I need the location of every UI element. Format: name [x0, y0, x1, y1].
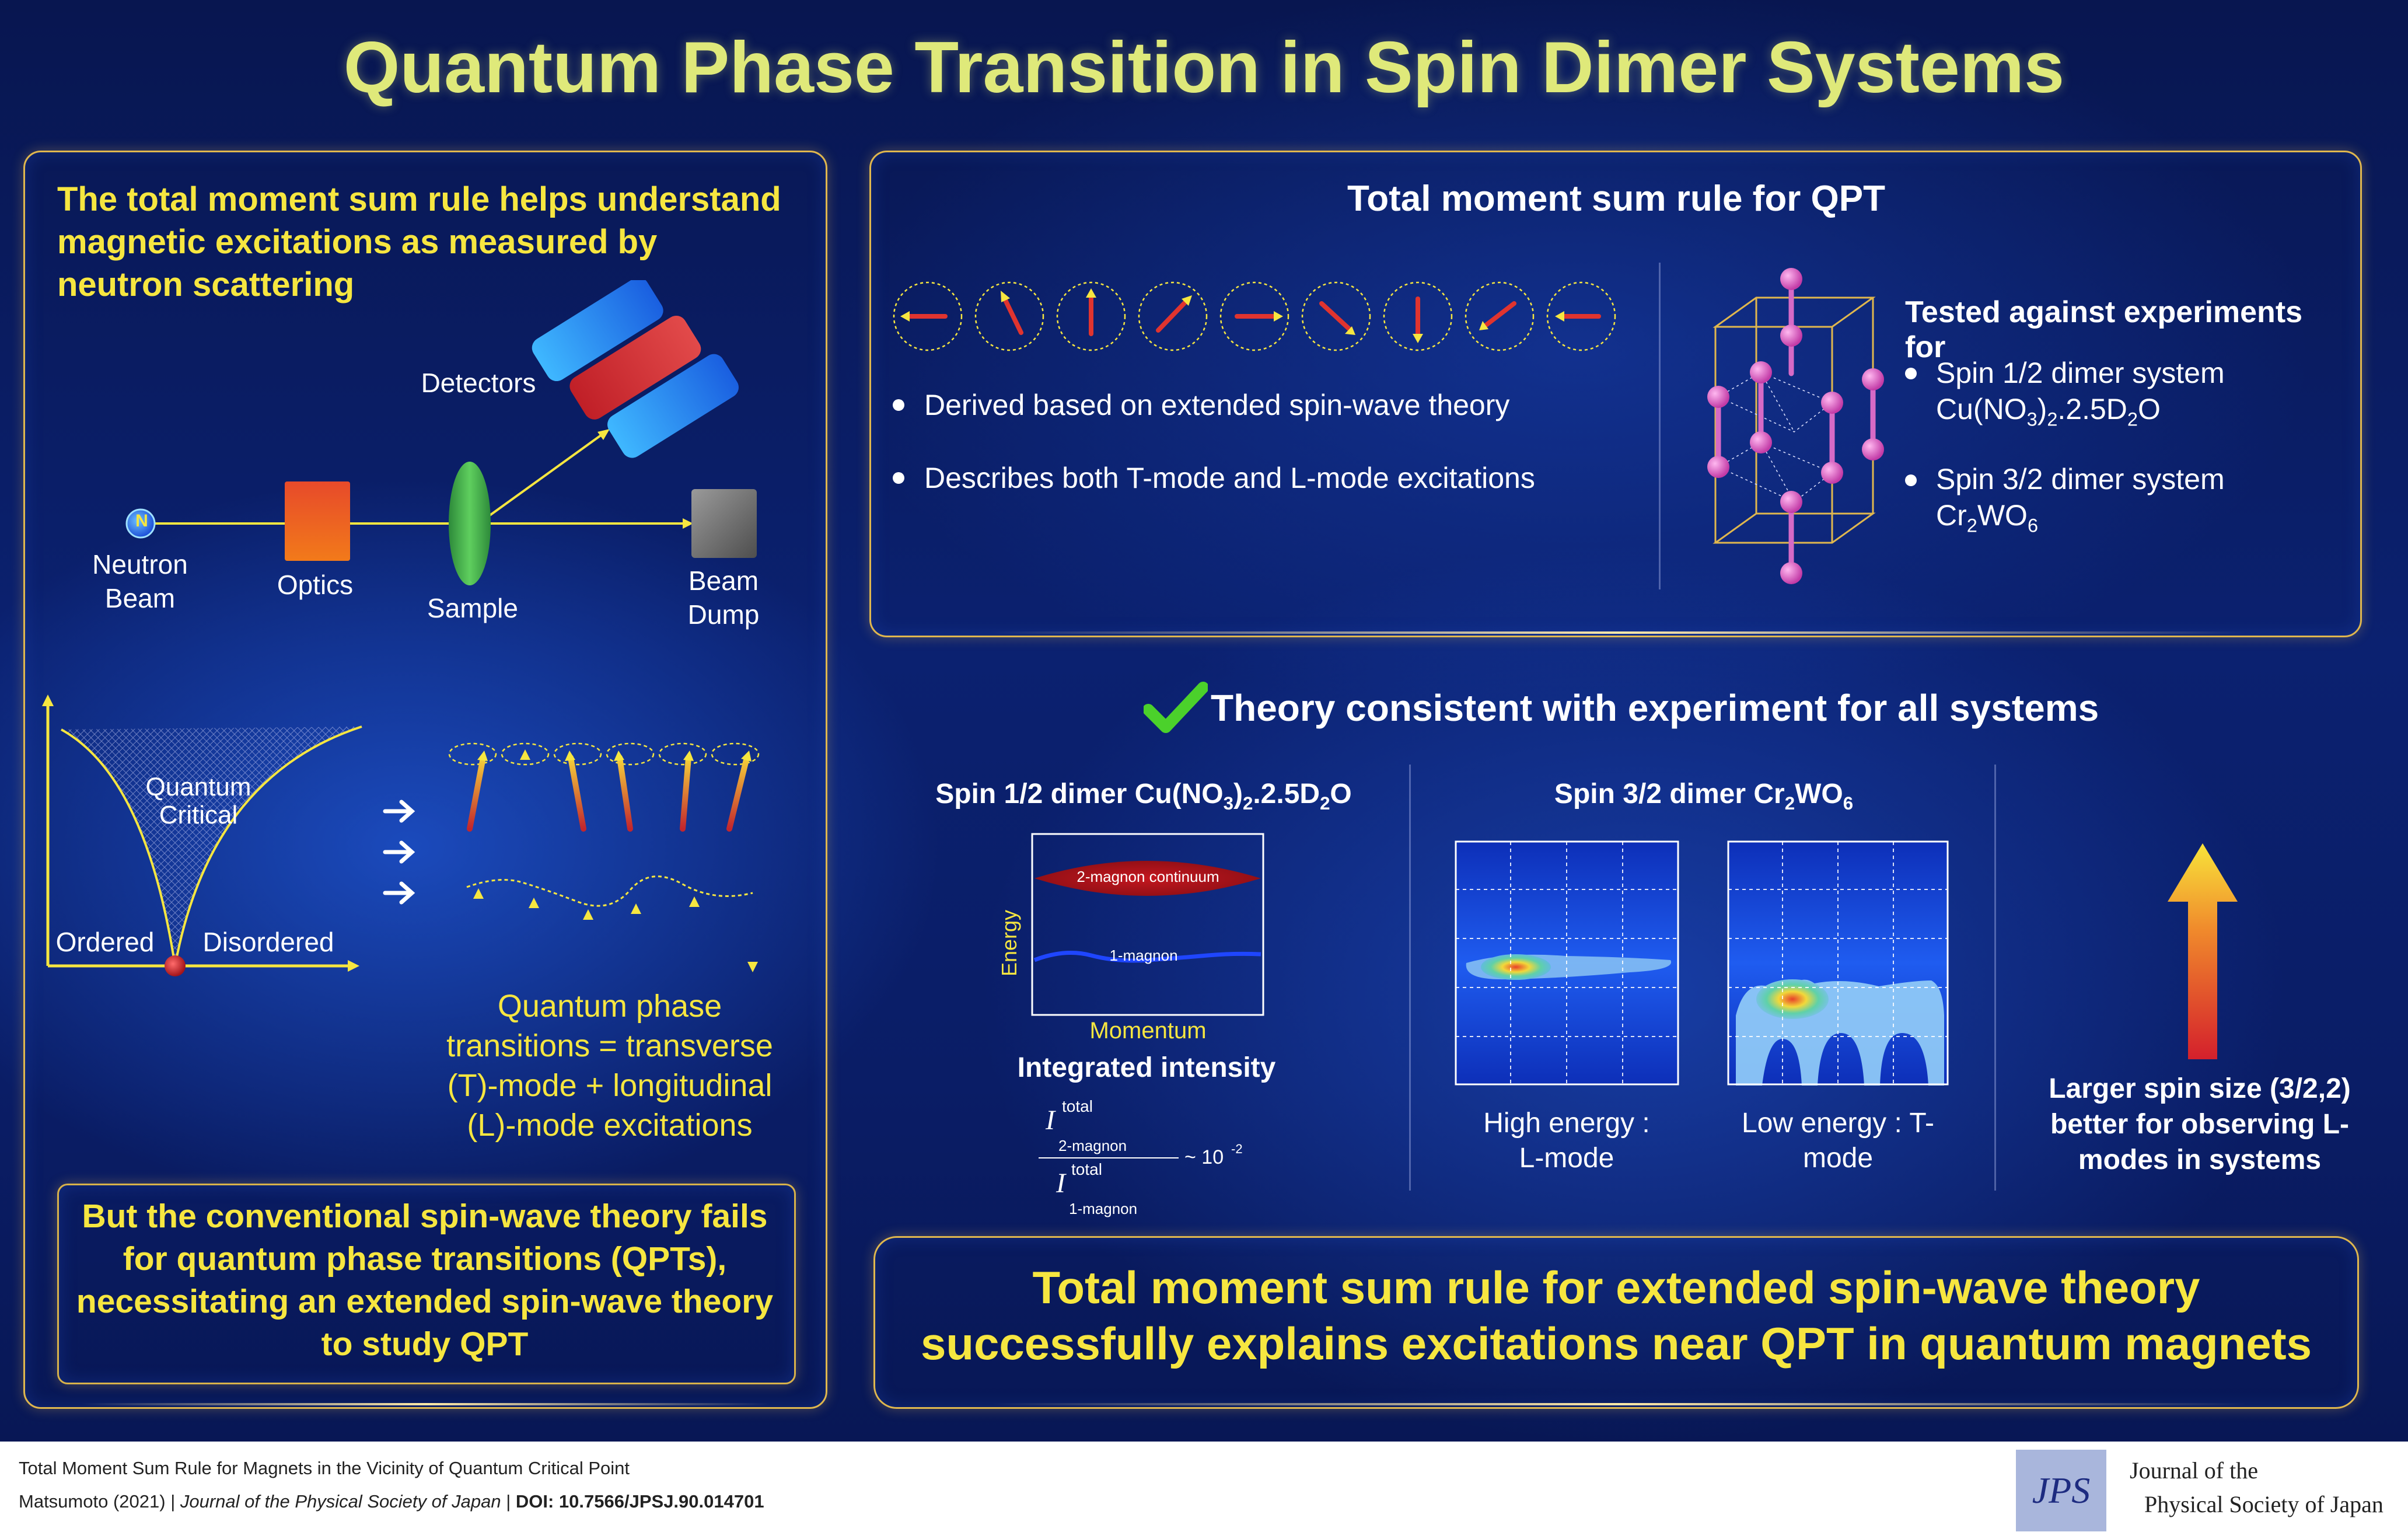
left-bottom-box-text: But the conventional spin-wave theory fa…: [76, 1198, 774, 1363]
label-detectors: Detectors: [421, 368, 536, 398]
label-beam-dump: Beam Dump: [687, 566, 760, 630]
tested-heading: Tested against experiments for: [1905, 295, 2303, 364]
label-quantum-critical: Quantum Critical: [145, 773, 251, 829]
formula-denominator-sub: 1-magnon: [1069, 1200, 1138, 1217]
low-energy-caption: Low energy : T-mode: [1742, 1108, 1934, 1174]
label-neutron-beam: Neutron Beam: [92, 549, 188, 613]
beam-dump-block: [691, 489, 757, 558]
consistency-statement: Theory consistent with experiment for al…: [1211, 687, 2099, 729]
left-intro-text: The total moment sum rule helps understa…: [57, 180, 781, 303]
intensity-formula: I total 2-magnon ~ 10 -2 I total 1-magno…: [1033, 1097, 1266, 1226]
formula-exponent: -2: [1231, 1142, 1243, 1156]
two-magnon-continuum: [1035, 861, 1261, 896]
label-optics: Optics: [277, 570, 354, 600]
detector-blue-top: [532, 280, 663, 382]
bullet-dot: [893, 472, 904, 484]
formula-denominator-total: total: [1071, 1160, 1102, 1178]
tested-item-2-line1: Spin 3/2 dimer system: [1936, 463, 2225, 495]
spin-size-arrow-icon: [2168, 843, 2238, 1059]
infographic-canvas: Quantum Phase Transition in Spin Dimer S…: [0, 0, 2408, 1442]
sum-rule-bullet-2-text: Describes both T-mode and L-mode excitat…: [924, 462, 1535, 494]
top-right-divider: [1659, 263, 1661, 589]
qpt-definition-text: Quantum phase transitions = transverse (…: [446, 989, 773, 1143]
tested-bullet-dot-2: [1905, 474, 1917, 486]
detector-blue-bottom: [607, 354, 739, 458]
journal-name-line-2: Physical Society of Japan: [2144, 1491, 2383, 1517]
conclusion-box: [873, 1236, 2359, 1409]
doi-text[interactable]: DOI: 10.7566/JPSJ.90.014701: [515, 1491, 764, 1512]
journal-name-line-1: Journal of the: [2130, 1457, 2258, 1484]
spin-precession-row: [893, 281, 1616, 351]
citation-footer: Total Moment Sum Rule for Magnets in the…: [0, 1442, 2408, 1539]
jps-logo: JPS: [2016, 1450, 2106, 1531]
spin-three-half-title: Spin 3/2 dimer Cr2WO6: [1554, 779, 1854, 814]
conclusion-text: Total moment sum rule for extended spin-…: [920, 1262, 2312, 1369]
left-panel: [23, 151, 827, 1409]
momentum-axis-label: Momentum: [1089, 1018, 1207, 1044]
tested-bullet-dot-1: [1905, 368, 1917, 379]
top-right-panel: [869, 151, 2362, 637]
citation-separator: |: [170, 1491, 180, 1512]
top-right-panel-glow: [992, 631, 2246, 634]
journal-name-italic: Journal of the Physical Society of Japan: [180, 1491, 501, 1512]
one-magnon-curve: [1033, 951, 1261, 963]
magnon-dispersion-plot: [1031, 833, 1264, 1016]
formula-numerator-I: I: [1046, 1105, 1055, 1136]
quantum-critical-point: [165, 955, 186, 976]
middle-divider-2: [1994, 765, 1996, 1191]
sum-rule-bullet-1-text: Derived based on extended spin-wave theo…: [924, 389, 1510, 421]
fraction-bar: [1039, 1157, 1179, 1158]
formula-approx: ~ 10: [1184, 1146, 1224, 1168]
energy-axis-label: Energy: [997, 909, 1021, 977]
crystal-structure-icon: [1707, 268, 1884, 584]
citation-line: Matsumoto (2021) | Journal of the Physic…: [19, 1491, 764, 1512]
author-year: Matsumoto (2021): [19, 1491, 166, 1512]
one-magnon-label: 1-magnon: [1109, 947, 1178, 964]
left-panel-glow: [82, 1403, 770, 1405]
low-energy-heatmap: [1727, 840, 1949, 1086]
tested-item-2-formula: Cr2WO6: [1936, 499, 2039, 536]
two-magnon-continuum-label: 2-magnon continuum: [1077, 868, 1219, 885]
middle-divider-1: [1409, 765, 1411, 1191]
conclusion-glow: [992, 1403, 2246, 1405]
optics-block: [285, 481, 350, 561]
sample-lens: [449, 462, 491, 585]
detector-red: [569, 315, 701, 420]
formula-numerator-sub: 2-magnon: [1058, 1137, 1127, 1154]
tested-item-1-line1: Spin 1/2 dimer system: [1936, 357, 2225, 389]
spin-mode-diagram: [383, 742, 760, 972]
spin-half-title: Spin 1/2 dimer Cu(NO3)2.2.5D2O: [935, 779, 1352, 814]
page-title: Quantum Phase Transition in Spin Dimer S…: [343, 27, 2065, 108]
high-energy-heatmap: [1455, 840, 1679, 1086]
larger-spin-note: Larger spin size (3/2,2) better for obse…: [2049, 1073, 2351, 1175]
checkmark-icon: [1144, 682, 1208, 733]
label-ordered: Ordered: [55, 927, 155, 957]
formula-numerator-total: total: [1062, 1097, 1093, 1115]
bullet-dot: [893, 399, 904, 411]
neutron-badge-letter: N: [135, 511, 148, 531]
citation-separator: |: [506, 1491, 516, 1512]
formula-denominator-I: I: [1056, 1168, 1065, 1199]
sum-rule-heading: Total moment sum rule for QPT: [1347, 179, 1886, 219]
sum-rule-bullet-1: Derived based on extended spin-wave theo…: [893, 388, 1509, 422]
integrated-intensity-label: Integrated intensity: [1017, 1052, 1276, 1083]
label-sample: Sample: [427, 593, 518, 623]
high-energy-caption: High energy : L-mode: [1483, 1108, 1650, 1174]
tested-item-1-formula: Cu(NO3)2.2.5D2O: [1936, 393, 2161, 430]
label-disordered: Disordered: [202, 927, 334, 957]
phase-diagram: [42, 695, 362, 976]
jps-logo-text: JPS: [2032, 1470, 2091, 1511]
left-bottom-box: [57, 1184, 796, 1384]
neutron-ball: [125, 508, 156, 539]
paper-title: Total Moment Sum Rule for Magnets in the…: [19, 1458, 630, 1478]
neutron-setup-diagram: [125, 280, 757, 585]
quantum-critical-region: [61, 727, 362, 966]
sum-rule-bullet-2: Describes both T-mode and L-mode excitat…: [893, 461, 1535, 495]
